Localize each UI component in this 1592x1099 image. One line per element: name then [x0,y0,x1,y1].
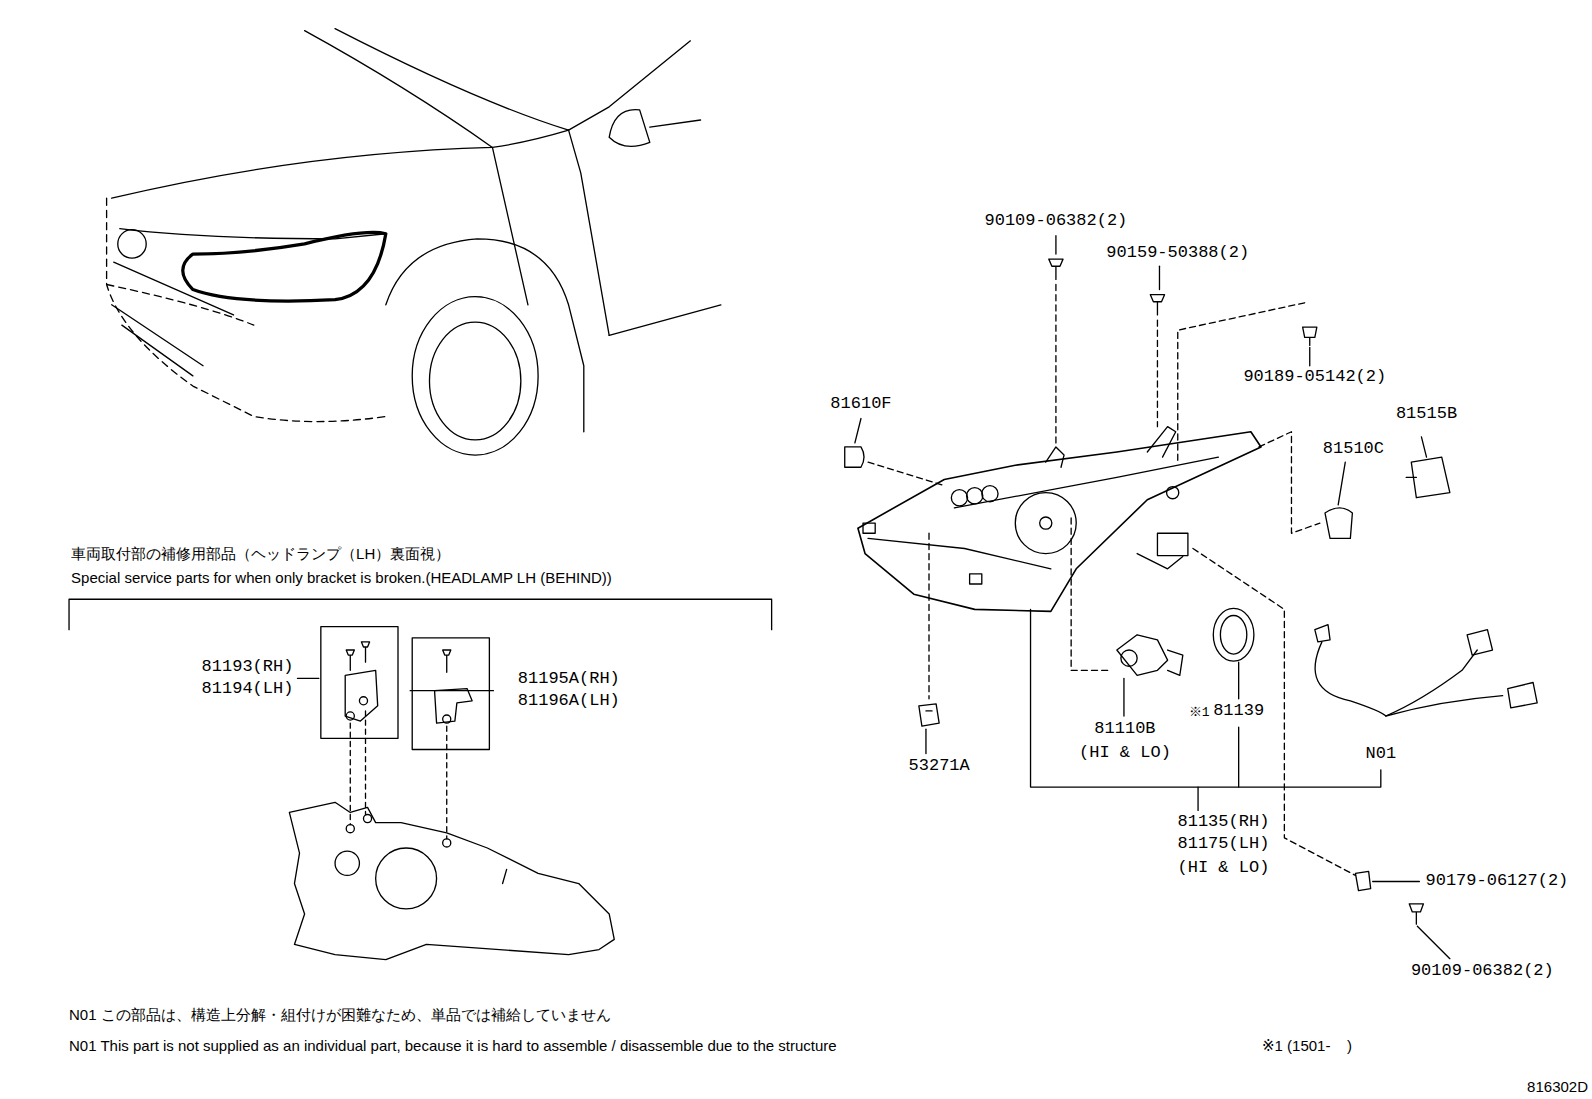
headlamp-assembly [858,427,1261,612]
footnote-text: ※1 (1501- ) [1262,1038,1352,1055]
part-number: 81510C [1323,440,1384,459]
part-number: 81610F [830,395,891,414]
part-number: 81175(LH) [1178,835,1270,854]
part-number: 90159-50388(2) [1106,244,1249,263]
part-number: 90109-06382(2) [1411,962,1554,981]
vehicle-sketch [107,29,721,455]
part-number: 81194(LH) [202,680,294,699]
diagram-code: 816302D [1527,1079,1588,1096]
variant-note: (HI & LO) [1079,744,1171,763]
part-number: 53271A [909,757,970,776]
part-number: 81515B [1396,405,1457,424]
part-number: 81195A(RH) [518,670,620,689]
part-number: 90189-05142(2) [1243,368,1386,387]
part-number: 90109-06382(2) [985,212,1128,231]
part-number: 81135(RH) [1178,813,1270,832]
part-number: 81196A(LH) [518,692,620,711]
note-text: N01 この部品は、構造上分解・組付けが困難なため、単品では補給していません [69,1007,611,1024]
footnote-mark: ※1 [1189,706,1210,720]
callout-number: N01 [1366,745,1397,764]
small-parts [845,259,1537,924]
part-number: 81193(RH) [202,658,294,677]
note-text: N01 This part is not supplied as an indi… [69,1038,837,1055]
section-heading: Special service parts for when only brac… [71,570,612,587]
bracket-detail [69,599,772,959]
part-number: 81139 [1213,702,1264,721]
variant-note: (HI & LO) [1178,859,1270,878]
leader-lines [855,236,1450,959]
section-heading: 車両取付部の補修用部品（ヘッドランプ（LH）裏面視） [71,546,450,563]
part-number: 81110B [1094,720,1155,739]
part-number: 90179-06127(2) [1425,872,1568,891]
